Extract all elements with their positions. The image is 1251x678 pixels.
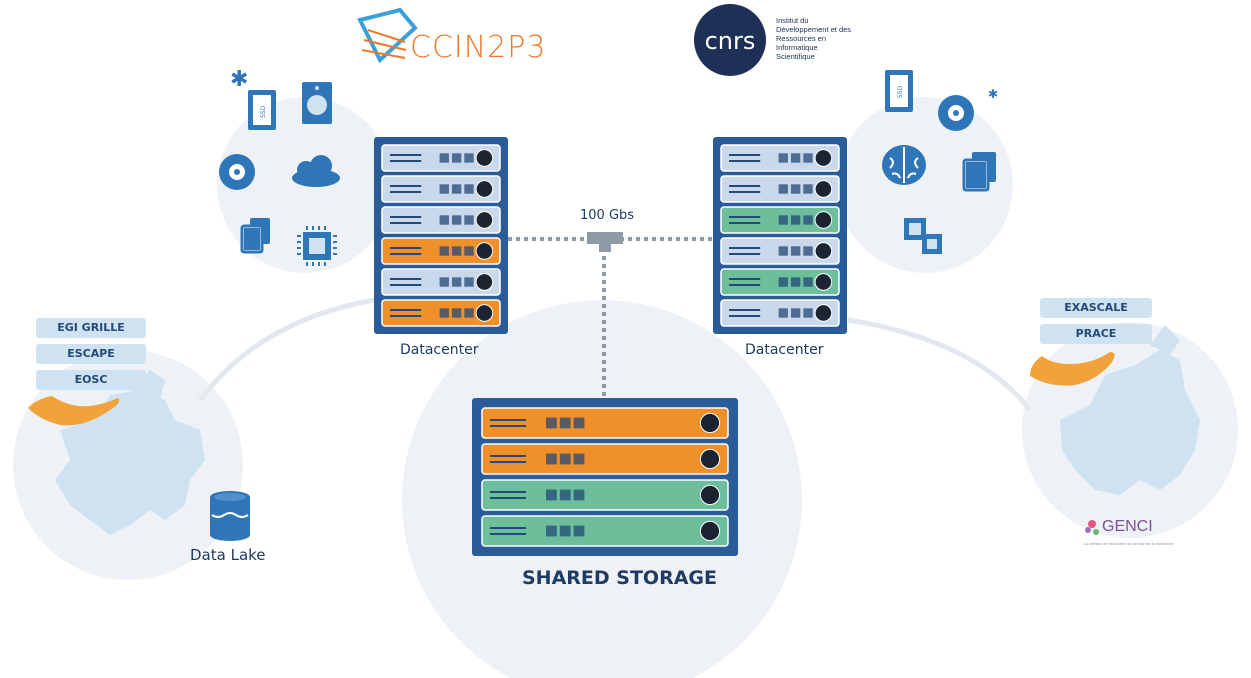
europe-map-icon bbox=[1060, 325, 1200, 495]
right-rack-server-slot bbox=[720, 175, 840, 203]
ssd-icon: SSD bbox=[885, 70, 913, 112]
cnrs-institute-name: Institut du Développement et des Ressour… bbox=[776, 16, 851, 61]
svg-text:✱: ✱ bbox=[988, 87, 998, 101]
cd-disc-icon bbox=[938, 95, 974, 131]
left-datacenter-rack bbox=[374, 137, 508, 334]
shared-storage-label: SHARED STORAGE bbox=[522, 567, 717, 589]
genci-logo-text: GENCI bbox=[1102, 518, 1153, 535]
right-resources-bubble bbox=[837, 97, 1013, 273]
right-arc-connector bbox=[847, 317, 1032, 412]
left-rack-server-slot bbox=[381, 268, 501, 296]
left-arc-connector bbox=[198, 297, 376, 402]
asterisk-icon: ✱ bbox=[230, 67, 248, 92]
svg-text:SSD: SSD bbox=[897, 85, 904, 98]
cpu-chip-icon bbox=[297, 226, 337, 266]
left-rack-server-slot bbox=[381, 299, 501, 327]
svg-text:SSD: SSD bbox=[260, 105, 267, 118]
pill-exascale: EXASCALE bbox=[1040, 298, 1152, 318]
cpu-chips-icon bbox=[904, 218, 942, 254]
cnrs-logo-mark: cnrs bbox=[694, 4, 766, 76]
hard-drive-icon bbox=[302, 82, 332, 124]
pill-egi-grille: EGI GRILLE bbox=[36, 318, 146, 338]
brain-icon bbox=[882, 145, 926, 185]
storage-rack-server-slot bbox=[481, 479, 729, 511]
storage-rack-server-slot bbox=[481, 443, 729, 475]
open-hand-icon bbox=[1030, 352, 1115, 386]
pill-prace: PRACE bbox=[1040, 324, 1152, 344]
data-lake-label: Data Lake bbox=[190, 546, 266, 564]
link-speed-label: 100 Gbs bbox=[580, 208, 635, 223]
cnrs-line: Scientifique bbox=[776, 52, 815, 61]
genci-logo-mark bbox=[1085, 520, 1099, 535]
left-rack-server-slot bbox=[381, 175, 501, 203]
storage-rack-server-slot bbox=[481, 515, 729, 547]
right-rack-server-slot bbox=[720, 268, 840, 296]
right-rack-server-slot bbox=[720, 144, 840, 172]
cnrs-line: Ressources en bbox=[776, 34, 827, 43]
right-rack-server-slot bbox=[720, 206, 840, 234]
left-datacenter-label: Datacenter bbox=[400, 342, 479, 358]
ccin2p3-logo-text: CCIN2P3 bbox=[410, 30, 547, 65]
svg-text:✱: ✱ bbox=[230, 67, 248, 92]
cnrs-line: Développement et des bbox=[776, 25, 852, 34]
left-rack-server-slot bbox=[381, 237, 501, 265]
cnrs-line: Informatique bbox=[776, 43, 818, 52]
copy-documents-icon bbox=[962, 152, 996, 192]
ccin2p3-logo-mark bbox=[357, 7, 418, 64]
cnrs-logo-text: cnrs bbox=[705, 27, 756, 55]
cloud-icon bbox=[292, 155, 340, 187]
shared-storage-rack bbox=[472, 398, 738, 556]
genci-tagline: La vitesse de rencontre au service de la… bbox=[1084, 541, 1174, 546]
left-rack-server-slot bbox=[381, 144, 501, 172]
open-hand-icon bbox=[28, 396, 119, 426]
copy-documents-icon bbox=[240, 218, 270, 254]
cnrs-line: Institut du bbox=[776, 16, 809, 25]
cd-disc-icon bbox=[219, 154, 255, 190]
storage-rack-server-slot bbox=[481, 407, 729, 439]
network-switch-icon bbox=[587, 232, 623, 252]
right-datacenter-rack bbox=[713, 137, 847, 334]
asterisk-icon: ✱ bbox=[988, 87, 998, 101]
right-rack-server-slot bbox=[720, 299, 840, 327]
right-rack-server-slot bbox=[720, 237, 840, 265]
europe-map-icon bbox=[55, 370, 205, 535]
database-icon bbox=[210, 491, 250, 541]
left-rack-server-slot bbox=[381, 206, 501, 234]
pill-escape: ESCAPE bbox=[36, 344, 146, 364]
pill-eosc: EOSC bbox=[36, 370, 146, 390]
ssd-icon: SSD bbox=[248, 90, 276, 130]
right-datacenter-label: Datacenter bbox=[745, 342, 824, 358]
